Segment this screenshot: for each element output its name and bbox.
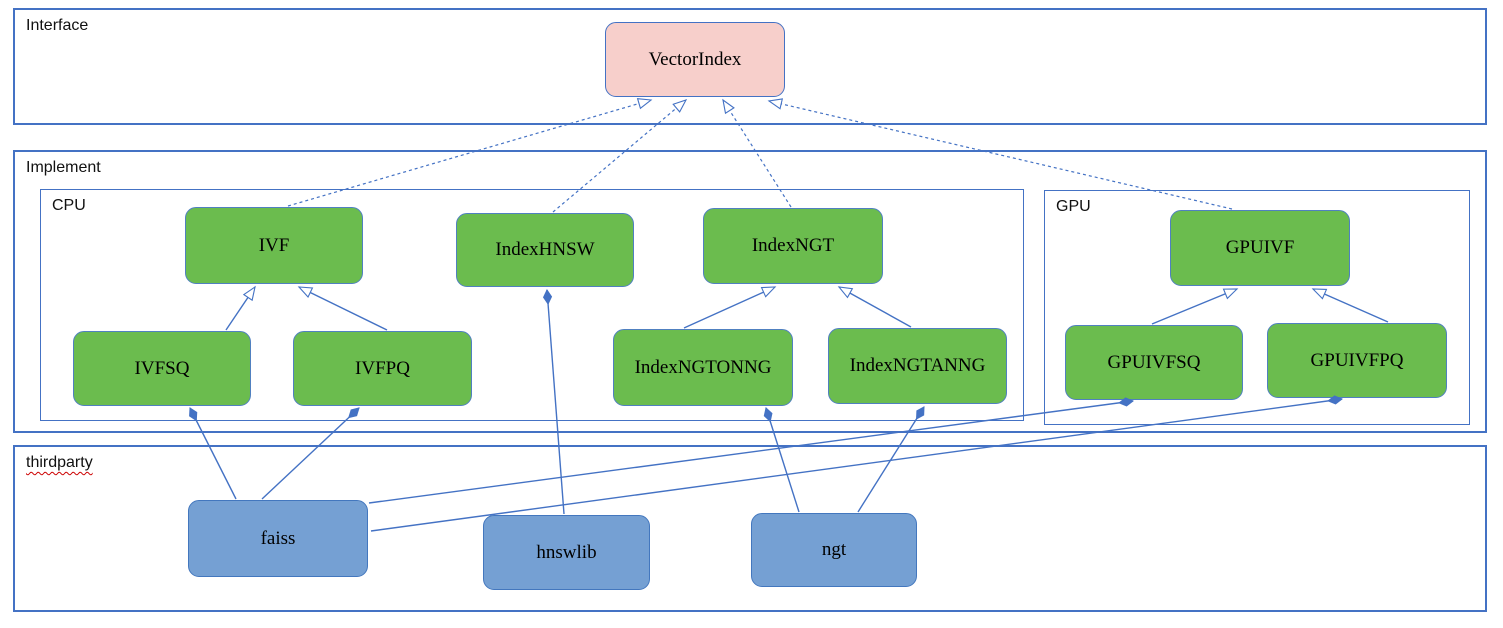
node-label: IVFPQ [355, 357, 410, 379]
node-ngt[interactable]: ngt [751, 513, 917, 587]
node-label: IndexNGTONNG [634, 356, 772, 378]
node-vectorindex[interactable]: VectorIndex [605, 22, 785, 97]
node-label: IndexHNSW [495, 239, 595, 260]
node-label: IVFSQ [134, 357, 190, 379]
node-label: faiss [260, 527, 296, 549]
node-label: IVF [258, 234, 290, 256]
node-gpuivfpq[interactable]: GPUIVFPQ [1267, 323, 1447, 398]
node-gpuivf[interactable]: GPUIVF [1170, 210, 1350, 286]
node-ivfsq[interactable]: IVFSQ [73, 331, 251, 406]
container-label-thirdparty: thirdparty [26, 454, 93, 471]
node-ivf[interactable]: IVF [185, 207, 363, 284]
node-label: GPUIVF [1225, 237, 1295, 258]
node-indexngtonng[interactable]: IndexNGTONNG [613, 329, 793, 406]
node-label: GPUIVFSQ [1107, 351, 1201, 373]
node-faiss[interactable]: faiss [188, 500, 368, 577]
node-gpuivfsq[interactable]: GPUIVFSQ [1065, 325, 1243, 400]
container-label-gpu: GPU [1056, 198, 1091, 215]
node-label: GPUIVFPQ [1310, 349, 1404, 371]
node-label: ngt [821, 539, 847, 560]
node-label: IndexNGT [751, 235, 835, 256]
node-indexngt[interactable]: IndexNGT [703, 208, 883, 284]
node-indexngtanng[interactable]: IndexNGTANNG [828, 328, 1007, 404]
node-ivfpq[interactable]: IVFPQ [293, 331, 472, 406]
node-hnswlib[interactable]: hnswlib [483, 515, 650, 590]
node-label: VectorIndex [648, 48, 742, 70]
node-indexhnsw[interactable]: IndexHNSW [456, 213, 634, 287]
container-label-implement: Implement [26, 159, 101, 176]
container-label-cpu: CPU [52, 197, 86, 214]
node-label: hnswlib [536, 541, 597, 563]
node-label: IndexNGTANNG [849, 355, 986, 376]
container-label-interface: Interface [26, 17, 89, 34]
